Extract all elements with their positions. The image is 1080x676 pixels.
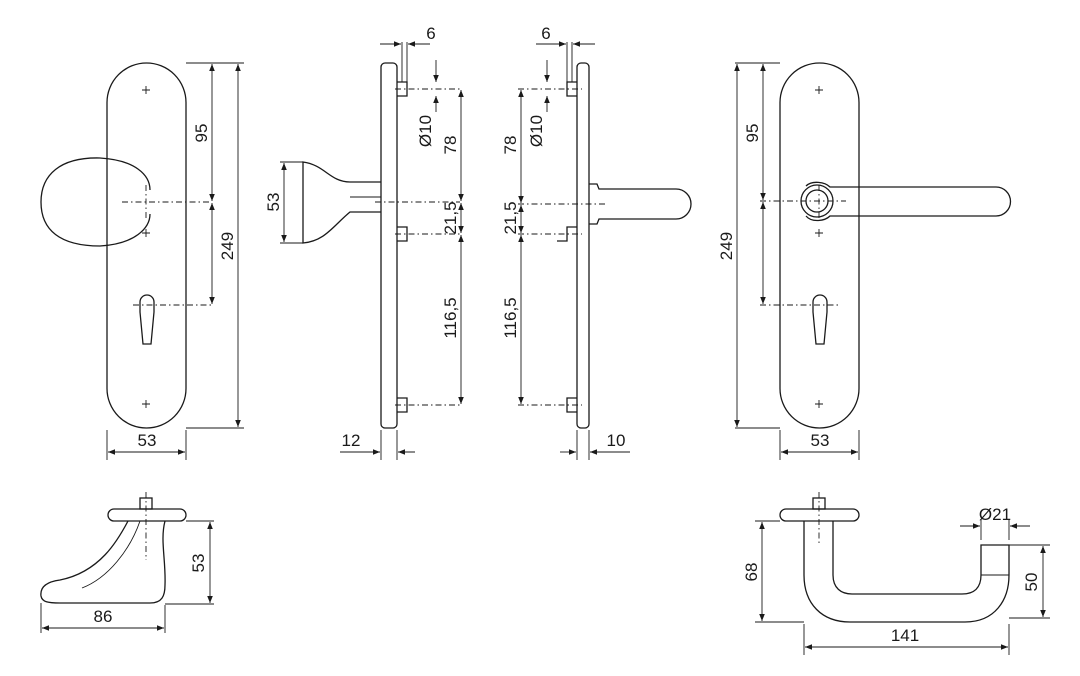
extension-lines-top-knob	[40, 520, 214, 633]
dim-249-right-label: 249	[717, 232, 736, 260]
screw-marks-right	[815, 86, 823, 408]
lever-side	[589, 183, 692, 225]
centerlines-side-right	[518, 88, 605, 406]
dim-141-label: 141	[891, 626, 919, 645]
knob-top-outline	[40, 520, 166, 604]
dim-53-right-label: 53	[811, 431, 830, 450]
extension-lines	[106, 62, 244, 460]
dim-95-right-label: 95	[743, 124, 762, 143]
dim-50-label: 50	[1022, 573, 1041, 592]
extension-lines-front-right	[735, 62, 860, 460]
knob-outline	[40, 157, 151, 247]
dim-116-right-label: 116,5	[501, 297, 520, 338]
dim-6-right-label: 6	[541, 24, 550, 43]
dim-86-label: 86	[94, 607, 113, 626]
lever-front	[805, 181, 1012, 222]
dim-78-left-label: 78	[441, 136, 460, 155]
boss-mid-right	[557, 226, 577, 242]
top-view-knob: 53 86	[40, 492, 214, 633]
dim-95-label: 95	[192, 124, 211, 143]
plate-side	[380, 62, 398, 429]
backplate-outline	[106, 62, 187, 429]
extension-lines-top-lever	[755, 520, 1050, 655]
dim-53-label: 53	[138, 431, 157, 450]
dim-68-label: 68	[742, 563, 761, 582]
dim-21-left-label: 21,5	[441, 201, 460, 234]
lever-top-inner	[980, 545, 1009, 576]
plate-side-right	[576, 62, 590, 429]
dim-d21-label: Ø21	[979, 505, 1011, 524]
knob-side	[302, 161, 381, 244]
keyhole	[139, 294, 155, 345]
centerlines-front-right	[760, 185, 846, 306]
rose-top-right	[779, 508, 860, 522]
front-view-lever: 95 249 53	[717, 62, 1012, 460]
dim-10-label: 10	[607, 431, 626, 450]
top-view-lever: 68 50 141 Ø21	[742, 492, 1050, 655]
dim-53-knob-side-label: 53	[264, 193, 283, 212]
dim-78-right-label: 78	[501, 136, 520, 155]
boss-mid	[397, 226, 408, 242]
dim-21-right-label: 21,5	[501, 201, 520, 234]
lever-top-outline	[803, 521, 1010, 623]
backplate-outline-right	[779, 62, 860, 429]
side-view-knob: 6 Ø10 78 21,5 116,5 53 12	[264, 24, 464, 460]
knob-top-inner	[81, 520, 141, 589]
keyhole-right	[812, 294, 828, 345]
boss-bot	[397, 397, 408, 413]
extension-lines-side-right	[566, 42, 590, 460]
centerline	[122, 185, 212, 306]
dim-d10-left-label: Ø10	[416, 115, 435, 147]
dim-53-top-label: 53	[189, 554, 208, 573]
centerlines-side-left	[375, 88, 460, 406]
side-view-lever: 6 Ø10 78 21,5 116,5 10	[501, 24, 692, 460]
dim-6-left-label: 6	[426, 24, 435, 43]
screw-marks	[142, 86, 150, 408]
rose-top	[107, 508, 187, 522]
extension-lines-side-left	[280, 42, 408, 460]
front-view-knob: 95 249 53	[40, 62, 244, 460]
dim-116-left-label: 116,5	[441, 297, 460, 338]
dim-249-label: 249	[218, 232, 237, 260]
boss-bot-right	[566, 397, 577, 413]
dim-12-label: 12	[342, 431, 361, 450]
dim-d10-right-label: Ø10	[527, 115, 546, 147]
